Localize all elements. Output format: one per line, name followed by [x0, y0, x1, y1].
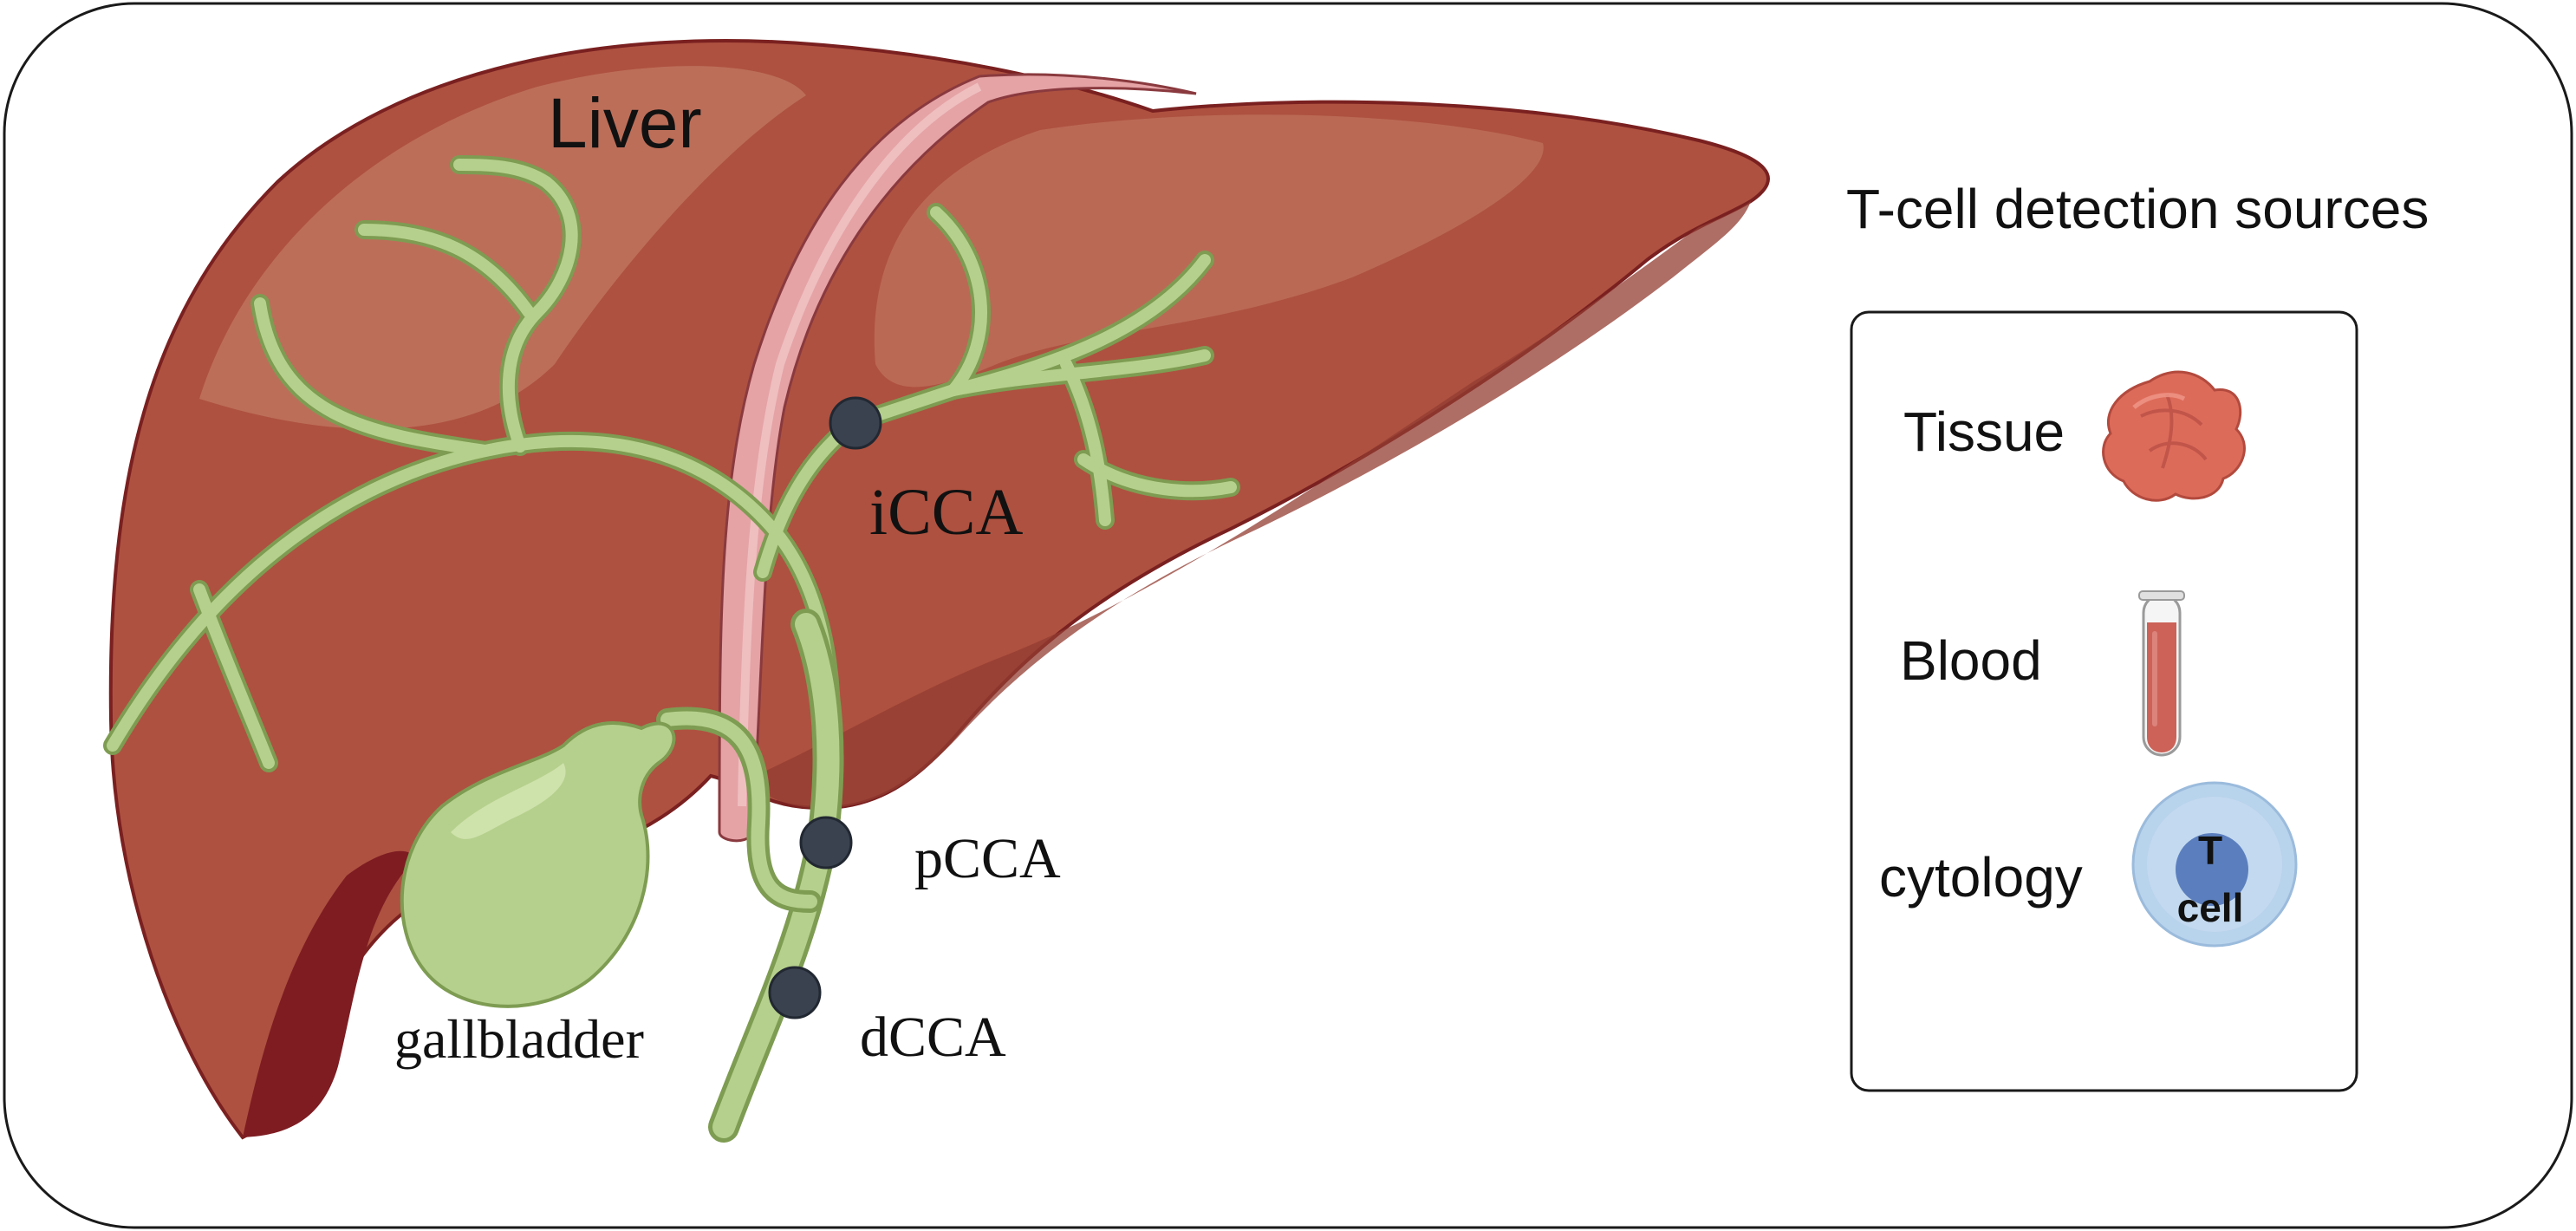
t-cell-word: cell [2177, 885, 2244, 930]
legend-title: T-cell detection sources [1846, 178, 2429, 240]
liver-highlight-right [874, 114, 1544, 388]
tissue-icon [2102, 370, 2246, 502]
gallbladder-icon [400, 721, 676, 1008]
legend-item-tissue-label: Tissue [1903, 401, 2065, 463]
t-cell-letter: T [2198, 828, 2222, 873]
icca-site-marker [829, 396, 882, 450]
legend-item-cytology-label: cytology [1879, 846, 2083, 909]
liver-lower-lobe [243, 850, 416, 1137]
liver-illustration [103, 38, 1770, 1143]
liver-highlight-left [199, 66, 806, 429]
bile-ducts [103, 155, 1240, 1143]
liver-label: Liver [548, 84, 702, 163]
vena-cava [718, 73, 1197, 843]
pcca-label: pCCA [914, 827, 1061, 890]
blood-tube-icon [2138, 590, 2185, 757]
icca-label: iCCA [869, 476, 1023, 549]
t-cell-icon: T cell [2131, 781, 2298, 948]
dcca-label: dCCA [860, 1006, 1006, 1069]
gallbladder-label: gallbladder [394, 1008, 644, 1070]
legend-item-blood-label: Blood [1900, 629, 2042, 692]
vena-cava-inner [738, 82, 982, 807]
pcca-site-marker [799, 816, 853, 870]
liver-shadow [745, 201, 1751, 809]
dcca-site-marker [768, 966, 822, 1019]
